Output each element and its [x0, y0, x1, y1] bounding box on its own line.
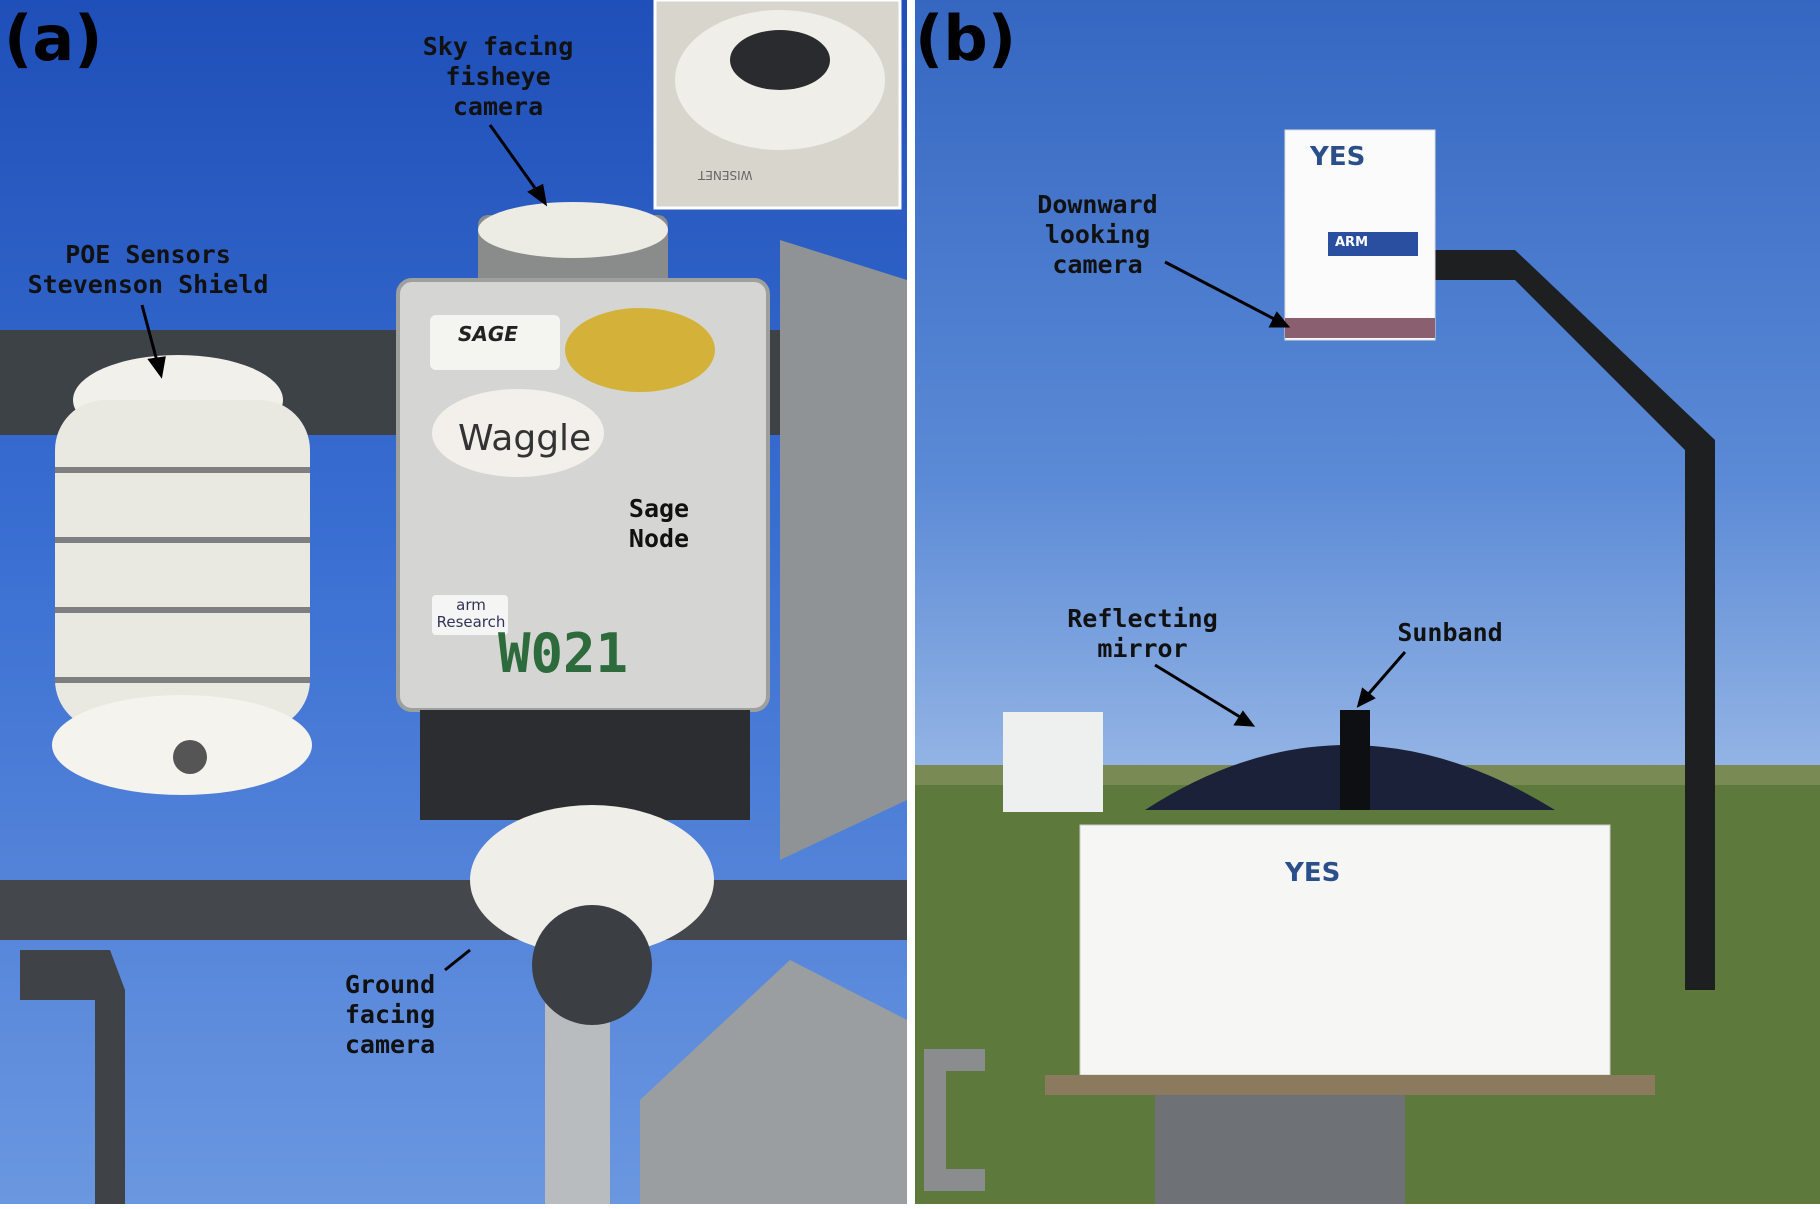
- stevenson-shield: [52, 355, 312, 795]
- bottom-rail: [0, 880, 907, 940]
- yes-logo-top: YES: [1310, 142, 1366, 172]
- yes-logo-enclosure: YES: [1285, 858, 1341, 888]
- waggle-sticker: Waggle: [458, 418, 592, 459]
- sunband: [1340, 710, 1370, 810]
- sky-camera: [478, 202, 668, 258]
- annotation-arrows-b: [1154, 260, 1407, 727]
- panel-b-scene: [915, 129, 1820, 1204]
- panel-a-photo: WISENET SAGE Waggle arm Research W021 Sk…: [0, 0, 907, 1204]
- label-ground-camera: Ground facing camera: [344, 970, 436, 1059]
- label-downward-camera: Downward looking camera: [1037, 190, 1158, 279]
- label-poe-sensors: POE Sensors Stevenson Shield: [27, 240, 269, 299]
- annotation-arrows: [140, 124, 548, 972]
- panel-a-label: (a): [4, 2, 103, 75]
- c-clamp: [924, 1049, 985, 1191]
- node-id: W021: [498, 622, 629, 685]
- sage-sticker: SAGE: [458, 322, 518, 346]
- label-sky-camera: Sky facing fisheye camera: [422, 32, 574, 121]
- ground-camera: [470, 805, 714, 1025]
- label-sage-node: Sage Node: [628, 494, 690, 553]
- panel-b-label: (b): [915, 2, 1017, 75]
- panel-a-scene: [0, 0, 907, 1204]
- inset-brand-text: WISENET: [698, 168, 753, 182]
- imager-enclosure: [1079, 824, 1611, 1076]
- label-reflecting-mirror: Reflecting mirror: [1067, 604, 1218, 663]
- arm-logo: ARM: [1335, 235, 1369, 250]
- solar-panel: [780, 240, 907, 860]
- pole: [545, 1000, 610, 1204]
- arm-sticker: arm Research: [436, 596, 506, 631]
- label-sunband: Sunband: [1397, 618, 1503, 647]
- panel-b-photo: YES ARM YES Downward looking camera Refl…: [915, 0, 1820, 1204]
